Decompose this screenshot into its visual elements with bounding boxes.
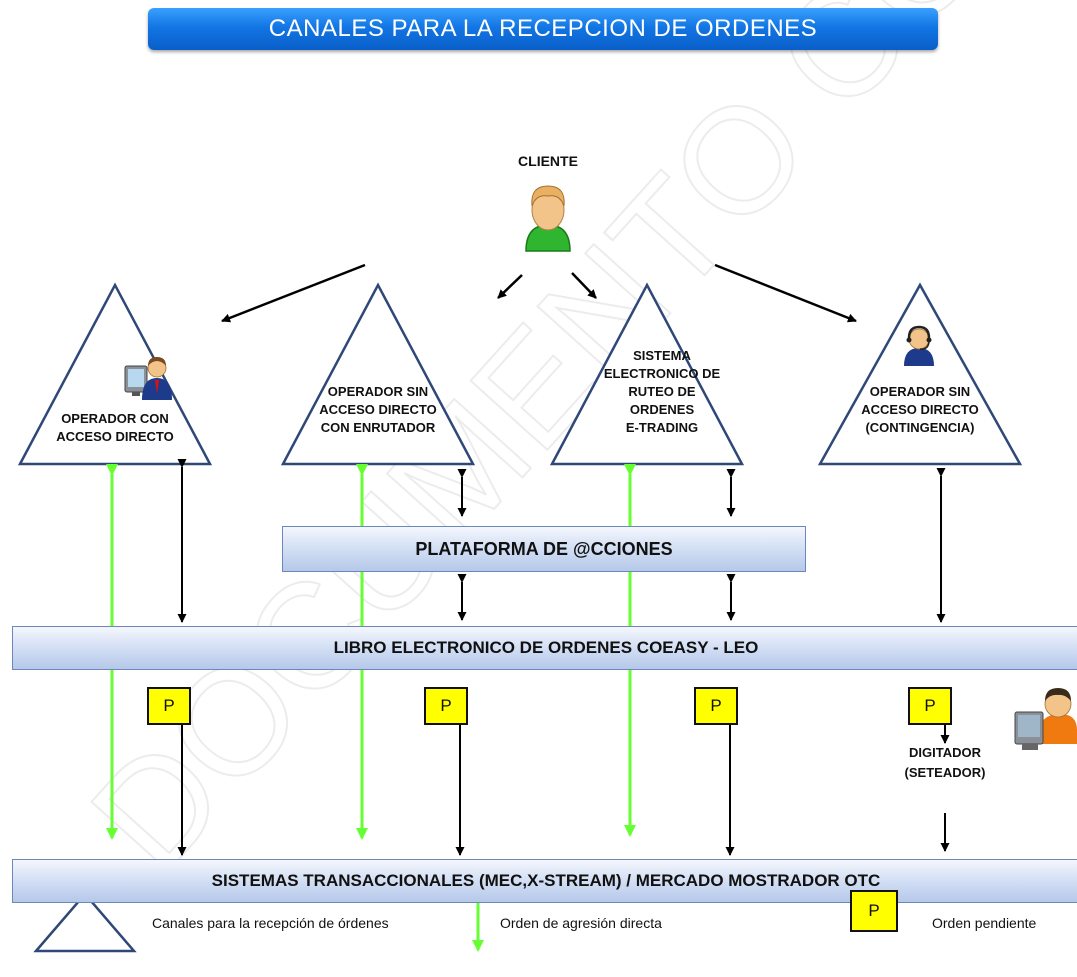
arrow-client-ch3 — [571, 272, 597, 299]
channel-label-1: OPERADOR CON ACCESO DIRECTO — [38, 410, 192, 446]
channel-label-2-line-1: OPERADOR SIN — [327, 384, 429, 399]
channel-label-2: OPERADOR SIN ACCESO DIRECTO CON ENRUTADO… — [298, 383, 458, 437]
order-book-band: LIBRO ELECTRONICO DE ORDENES COEASY - LE… — [12, 626, 1077, 670]
legend-triangle-icon — [33, 892, 137, 953]
pending-order-box-4: P — [908, 687, 952, 725]
channel-triangle-4 — [817, 282, 1023, 466]
platform-band: PLATAFORMA DE @CCIONES — [282, 526, 806, 572]
channel-label-3-line-4: ORDENES — [629, 402, 695, 417]
transaction-systems-band: SISTEMAS TRANSACCIONALES (MEC,X-STREAM) … — [12, 859, 1077, 903]
digitador-label: DIGITADOR (SETEADOR) — [882, 743, 1008, 783]
pending-order-box-3: P — [694, 687, 738, 725]
channel-label-4-line-1: OPERADOR SIN — [869, 384, 971, 399]
digitador-computer-icon — [1014, 688, 1077, 750]
channel-label-3-line-3: RUTEO DE — [628, 384, 696, 399]
channel-label-1-line-2: ACCESO DIRECTO — [56, 429, 174, 444]
legend-channels-label: Canales para la recepción de órdenes — [152, 915, 389, 931]
page-title: CANALES PARA LA RECEPCION DE ORDENES — [148, 8, 938, 50]
headset-operator-icon — [904, 325, 934, 366]
channel-label-2-line-2: ACCESO DIRECTO — [319, 402, 437, 417]
channel-label-3-line-1: SISTEMA — [633, 348, 691, 363]
legend-direct-label: Orden de agresión directa — [500, 915, 662, 931]
operator-computer-icon — [124, 357, 172, 400]
channel-label-4-line-2: ACCESO DIRECTO — [861, 402, 979, 417]
channel-label-3-line-5: E-TRADING — [625, 420, 699, 435]
arrow-client-ch2 — [497, 274, 523, 299]
client-person-icon — [525, 185, 571, 252]
channel-label-3-line-2: ELECTRONICO DE — [603, 366, 721, 381]
channel-triangle-3 — [549, 282, 745, 466]
arrow-client-ch4 — [714, 263, 857, 323]
channel-label-1-line-1: OPERADOR CON — [61, 411, 169, 426]
channel-label-4-line-3: (CONTINGENCIA) — [865, 420, 975, 435]
digitador-label-line-2: (SETEADOR) — [904, 765, 986, 780]
digitador-label-line-1: DIGITADOR — [909, 745, 981, 760]
legend-pending-box: P — [850, 890, 898, 932]
client-label: CLIENTE — [518, 153, 578, 169]
legend-pending-label: Orden pendiente — [932, 915, 1037, 931]
channel-triangle-2 — [280, 282, 476, 466]
pending-order-box-2: P — [424, 687, 468, 725]
channel-label-4: OPERADOR SIN ACCESO DIRECTO (CONTINGENCI… — [858, 383, 982, 437]
channel-label-2-line-3: CON ENRUTADOR — [320, 420, 436, 435]
pending-order-box-1: P — [147, 687, 191, 725]
channel-label-3: SISTEMA ELECTRONICO DE RUTEO DE ORDENES … — [597, 347, 727, 437]
arrow-client-ch1 — [221, 263, 366, 323]
